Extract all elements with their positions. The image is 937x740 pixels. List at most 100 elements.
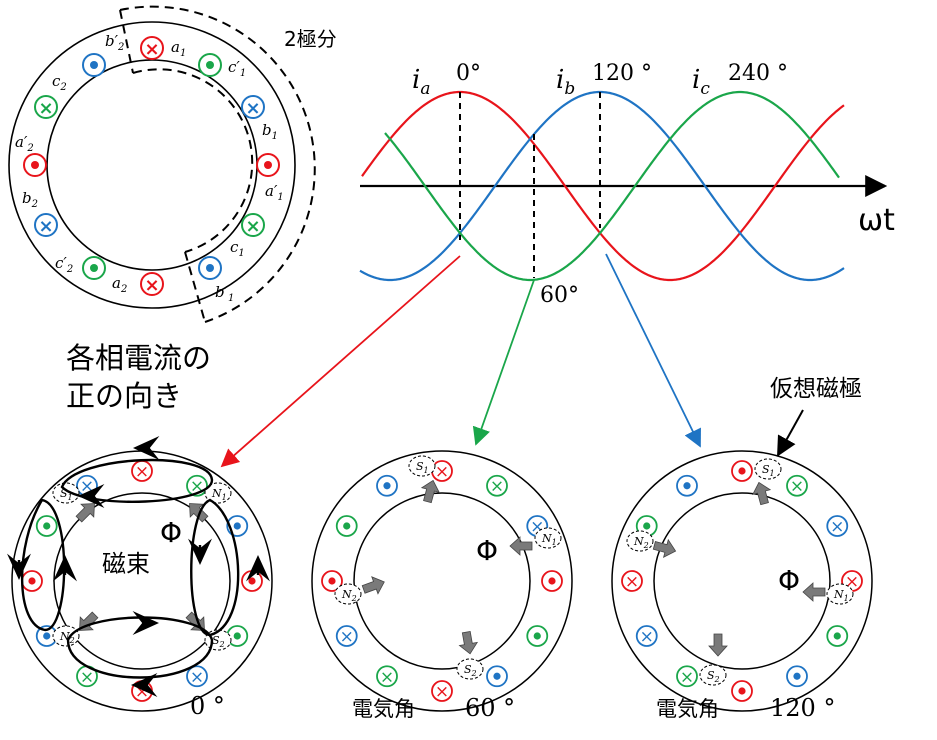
positive-direction-line2: 正の向き <box>66 379 182 413</box>
stator60-pole-S2: S2 <box>456 658 484 680</box>
stator60-coil-4 <box>526 625 549 647</box>
svg-text:×: × <box>680 667 694 687</box>
svg-text:×: × <box>144 39 159 60</box>
svg-text:×: × <box>190 667 204 687</box>
coil-b1p <box>198 256 222 280</box>
svg-text:c′2: c′2 <box>55 254 73 275</box>
coil-a2: × <box>140 272 164 296</box>
svg-text:ia: ia <box>412 65 430 99</box>
phase-b-wave <box>359 90 845 282</box>
svg-text:ic: ic <box>692 65 710 99</box>
stator120-pole-arrow-0 <box>752 481 772 506</box>
stator60-pole-arrow-2 <box>458 630 479 655</box>
stator60-pole-N2: N2 <box>334 583 362 605</box>
svg-text:×: × <box>435 682 449 702</box>
coil-c1p <box>198 53 222 77</box>
caption-60deg-prefix: 電気角 <box>352 697 415 721</box>
caption-120deg-prefix: 電気角 <box>656 697 719 721</box>
svg-text:N1: N1 <box>833 588 849 603</box>
virtual-pole-pointer <box>777 409 804 457</box>
stator0-coil-0: × <box>131 460 153 482</box>
omega-t-label: ωt <box>858 203 895 238</box>
stator120-pole-S1: S1 <box>754 458 782 480</box>
stator120-coil-2: × <box>826 515 849 537</box>
svg-text:240 °: 240 ° <box>728 61 788 86</box>
stator0-pole-N1: N1 <box>204 482 232 504</box>
stator0-coil-6: × <box>131 680 153 702</box>
stator60-coil-11 <box>376 474 398 497</box>
stator60-pole-arrow-0 <box>420 479 440 504</box>
svg-text:c′1: c′1 <box>228 58 246 79</box>
waveform-plot: ωt ia 0° ib 120 ° ic 240 ° 60° <box>359 61 895 308</box>
flux-lines-0deg <box>7 436 270 697</box>
svg-text:×: × <box>80 667 94 687</box>
coil-b1: × <box>241 95 265 119</box>
svg-text:a1: a1 <box>171 38 186 59</box>
caption-60deg: 60 ° <box>465 694 515 722</box>
svg-text:×: × <box>625 572 639 592</box>
stator120-pole-N2: N2 <box>626 530 654 552</box>
stator0-coil-7: × <box>76 665 98 687</box>
stator60-coil-10 <box>335 515 358 537</box>
svg-text:b1: b1 <box>262 121 278 142</box>
phi-60deg: Φ <box>476 534 498 567</box>
svg-text:×: × <box>38 216 53 237</box>
svg-text:b′1: b′1 <box>215 283 234 304</box>
svg-text:×: × <box>435 462 449 482</box>
stator120-coil-11 <box>676 474 698 497</box>
stator60-coil-5 <box>486 665 508 688</box>
svg-text:×: × <box>830 517 844 537</box>
stator60-pole-N1: N1 <box>534 527 562 549</box>
svg-text:S1: S1 <box>416 460 429 475</box>
phi-0deg: Φ <box>160 516 182 549</box>
stator0-coil-11: × <box>76 474 98 497</box>
virtual-pole-label: 仮想磁極 <box>770 376 862 402</box>
svg-text:×: × <box>80 477 94 497</box>
stator120-coil-8: × <box>635 625 658 647</box>
stator120-pole-N1: N1 <box>826 583 854 605</box>
flux-label: 磁束 <box>102 550 150 578</box>
coil-c2p <box>82 256 106 280</box>
stator120-coil-0 <box>731 460 753 482</box>
stator120-pole-arrow-2 <box>708 633 728 657</box>
stator60-coil-9 <box>321 570 343 592</box>
stator120-coil-9: × <box>621 570 643 592</box>
svg-text:S1: S1 <box>60 487 73 502</box>
stator60-coil-3 <box>541 570 563 592</box>
arrow-to-60deg <box>472 279 535 446</box>
stator120-coil-6 <box>731 680 753 702</box>
two-poles-label: 2極分 <box>284 27 337 51</box>
caption-120deg: 120 ° <box>770 694 835 722</box>
svg-text:×: × <box>380 667 394 687</box>
svg-text:×: × <box>245 98 260 119</box>
svg-text:c1: c1 <box>230 238 245 259</box>
svg-text:S2: S2 <box>212 634 225 649</box>
stator60-pole-arrow-3 <box>361 576 385 595</box>
stator120-coil-5 <box>786 665 808 688</box>
svg-text:N2: N2 <box>341 588 357 603</box>
svg-text:×: × <box>144 275 159 296</box>
coil-b2: × <box>34 213 58 237</box>
stator120-pole-arrow-1 <box>802 582 826 602</box>
svg-text:S2: S2 <box>464 663 477 678</box>
stator60-coil-8: × <box>335 625 358 647</box>
coil-a2p <box>23 153 47 177</box>
svg-text:0°: 0° <box>456 61 481 86</box>
svg-text:N2: N2 <box>633 535 649 550</box>
svg-text:×: × <box>790 477 804 497</box>
svg-text:×: × <box>38 98 53 119</box>
arrow-to-0deg <box>220 255 461 468</box>
coil-c1: × <box>241 213 265 237</box>
two-pole-dashed-outline <box>119 5 316 323</box>
stator120-pole-arrow-3 <box>652 538 677 558</box>
svg-text:×: × <box>340 627 354 647</box>
phi-120deg: Φ <box>778 564 800 597</box>
stator60-coil-1: × <box>486 474 508 497</box>
stator0-pole-N2: N2 <box>52 625 80 647</box>
svg-text:a2: a2 <box>112 274 127 295</box>
arrow-to-120deg <box>605 253 701 448</box>
